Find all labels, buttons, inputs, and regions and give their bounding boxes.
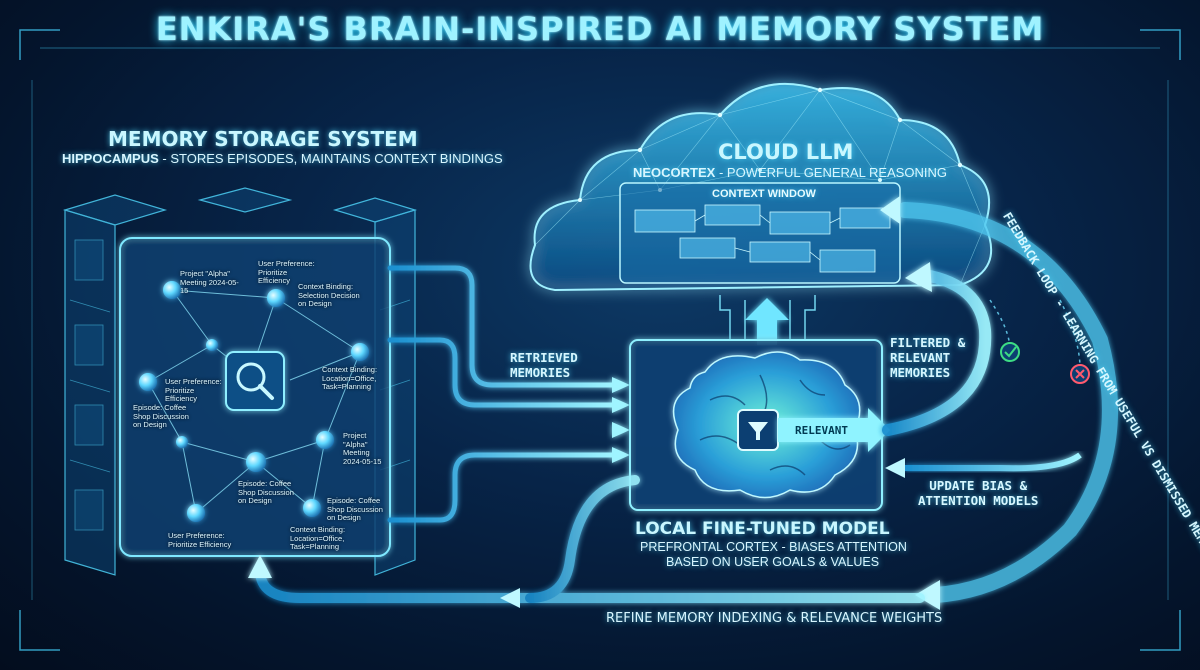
memory-node xyxy=(163,281,181,299)
node-label: Context Binding: Location=Office, Task=P… xyxy=(322,365,378,391)
hippocampus-label: HIPPOCAMPUS xyxy=(62,151,159,166)
refine-arrowhead-mid xyxy=(500,588,520,608)
filtered-arrowhead xyxy=(905,262,932,292)
cloud-llm-heading: CLOUD LLM xyxy=(718,140,854,164)
update-line-2: ATTENTION MODELS xyxy=(918,493,1039,508)
cloud-llm-subtitle: NEOCORTEX - POWERFUL GENERAL REASONING xyxy=(633,165,947,180)
feedback-arrowhead-top xyxy=(880,196,900,224)
update-bias-label: UPDATE BIAS & ATTENTION MODELS xyxy=(918,478,1038,508)
filtered-line-2: RELEVANT xyxy=(890,350,951,365)
node-label: User Preference: Prioritize Efficiency xyxy=(165,377,222,403)
local-model-heading: LOCAL FINE-TUNED MODEL xyxy=(635,519,890,539)
page-title: ENKIRA'S BRAIN-INSPIRED AI MEMORY SYSTEM xyxy=(155,10,1045,48)
node-label: Project "Alpha" Meeting 2024-05-15 xyxy=(343,431,382,466)
memory-node xyxy=(303,499,321,517)
node-label: Project "Alpha" Meeting 2024-05-15 xyxy=(180,269,239,295)
context-window-links xyxy=(694,214,841,261)
memory-node xyxy=(351,343,369,361)
feedback-arrowhead-bottom xyxy=(915,580,940,610)
update-arrowhead xyxy=(885,458,905,478)
relevant-arrow xyxy=(778,408,890,452)
filtered-memories-label: FILTERED & RELEVANT MEMORIES xyxy=(890,335,965,380)
refine-memory-label: REFINE MEMORY INDEXING & RELEVANCE WEIGH… xyxy=(606,611,943,626)
memory-node xyxy=(316,431,334,449)
node-label: Episode: Coffee Shop Discussion on Desig… xyxy=(133,403,189,429)
retrieval-arrowheads xyxy=(612,377,630,463)
cloud-mesh-points xyxy=(578,87,963,202)
filtered-line-3: MEMORIES xyxy=(890,365,951,380)
check-icon xyxy=(1000,342,1020,362)
filter-chip-icon xyxy=(737,409,779,451)
memory-storage-heading: MEMORY STORAGE SYSTEM xyxy=(108,127,418,151)
node-label: User Preference: Prioritize Efficiency xyxy=(258,259,315,285)
up-arrow xyxy=(745,298,789,345)
memory-node xyxy=(206,339,218,351)
memory-storage-desc: - STORES EPISODES, MAINTAINS CONTEXT BIN… xyxy=(158,151,503,166)
network-nodes xyxy=(139,281,369,522)
node-label: User Preference: Prioritize Efficiency xyxy=(168,531,232,549)
feedback-loop-arc xyxy=(897,202,1118,603)
retrieved-line-2: MEMORIES xyxy=(510,365,571,380)
relevant-label: RELEVANT xyxy=(795,424,848,437)
update-line-1: UPDATE BIAS & xyxy=(929,478,1028,493)
retrieved-line-1: RETRIEVED xyxy=(510,350,578,365)
memory-node xyxy=(246,452,266,472)
memory-node xyxy=(187,504,205,522)
local-model-line1: PREFRONTAL CORTEX - BIASES ATTENTION xyxy=(640,540,907,554)
memory-node xyxy=(139,373,157,391)
context-window-label: CONTEXT WINDOW xyxy=(712,188,816,200)
node-label: Context Binding: Location=Office, Task=P… xyxy=(290,525,346,551)
node-label: Episode: Coffee Shop Discussion on Desig… xyxy=(327,496,383,522)
cross-icon xyxy=(1070,364,1090,384)
retrieval-arrows xyxy=(387,265,615,523)
frame-border xyxy=(19,29,1181,651)
update-arrow xyxy=(905,452,1082,472)
refine-arrowhead xyxy=(248,555,272,578)
memory-node xyxy=(267,289,285,307)
local-model-line2: BASED ON USER GOALS & VALUES xyxy=(666,555,880,569)
magnifier-icon xyxy=(225,351,285,411)
retrieved-memories-label: RETRIEVED MEMORIES xyxy=(510,350,578,380)
cloud-llm-desc: - POWERFUL GENERAL REASONING xyxy=(715,165,947,180)
memory-node xyxy=(176,436,188,448)
node-label: Episode: Coffee Shop Discussion on Desig… xyxy=(238,479,294,505)
filtered-line-1: FILTERED & xyxy=(890,335,966,350)
memory-storage-subtitle: HIPPOCAMPUS - STORES EPISODES, MAINTAINS… xyxy=(62,151,503,166)
neocortex-label: NEOCORTEX xyxy=(633,165,716,180)
node-label: Context Binding: Selection Decision on D… xyxy=(298,282,360,308)
filtered-arrow xyxy=(882,269,992,436)
